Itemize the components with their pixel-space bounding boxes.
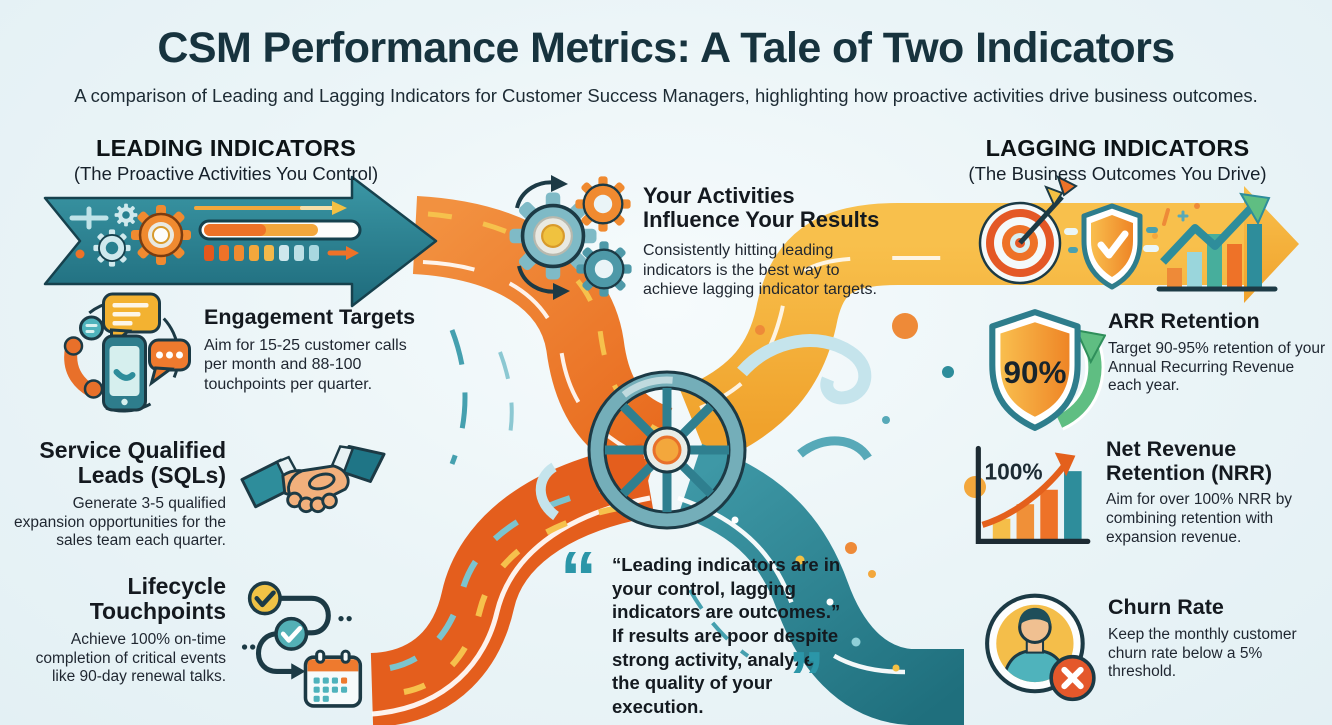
leading-heading: LEADING INDICATORS xyxy=(96,135,356,161)
arr-badge: 90% xyxy=(1003,355,1066,390)
process-wheel xyxy=(587,370,747,530)
lagging-header: LAGGING INDICATORS (The Business Outcome… xyxy=(945,135,1290,185)
shield-check-icon xyxy=(1081,203,1143,290)
small-gear-icon xyxy=(114,203,138,227)
center-title: Your Activities Influence Your Results xyxy=(643,183,880,233)
close-quote-icon: ” xyxy=(788,636,825,719)
communication-icon xyxy=(50,288,198,418)
metric-title: Service Qualified Leads (SQLs) xyxy=(39,437,226,489)
page-title: CSM Performance Metrics: A Tale of Two I… xyxy=(157,24,1175,72)
orange-gear-icon xyxy=(131,205,191,265)
progress-line-icon xyxy=(194,201,347,215)
metric-description: Achieve 100% on-time completion of criti… xyxy=(35,630,226,686)
metric-title: Lifecycle Touchpoints xyxy=(89,573,226,625)
progress-capsule-icon xyxy=(198,219,362,241)
metric-lifecycle: Lifecycle Touchpoints Achieve 100% on-ti… xyxy=(28,573,226,687)
metric-title: ARR Retention xyxy=(1108,309,1260,333)
leading-subheading: (The Proactive Activities You Control) xyxy=(73,163,379,184)
quote-text: “Leading indicators are in your control,… xyxy=(612,554,841,718)
metric-description: Target 90-95% retention of your Annual R… xyxy=(1108,339,1326,395)
metric-arr: ARR Retention Target 90-95% retention of… xyxy=(1108,309,1330,396)
metric-engagement: Engagement Targets Aim for 15-25 custome… xyxy=(204,305,429,394)
dot-icon xyxy=(75,249,85,259)
segment-meter-icon xyxy=(204,245,359,261)
metric-title: Engagement Targets xyxy=(204,305,416,329)
milestones-calendar-icon xyxy=(238,578,376,710)
metric-title: Churn Rate xyxy=(1108,595,1224,619)
metric-title: Net Revenue Retention (NRR) xyxy=(1106,437,1273,485)
growth-chart-icon: 100% xyxy=(968,442,1094,554)
metric-churn: Churn Rate Keep the monthly customer chu… xyxy=(1108,595,1328,682)
metric-nrr: Net Revenue Retention (NRR) Aim for over… xyxy=(1106,437,1332,548)
light-gear-icon xyxy=(93,229,131,267)
center-message: Your Activities Influence Your Results C… xyxy=(643,183,923,300)
metric-description: Keep the monthly customer churn rate bel… xyxy=(1108,625,1297,681)
metric-description: Aim for 15-25 customer calls per month a… xyxy=(204,336,407,393)
lagging-band-icons xyxy=(978,175,1278,292)
leading-arrow-banner xyxy=(43,175,438,308)
crosshair-icon xyxy=(69,206,109,230)
lagging-subheading: (The Business Outcomes You Drive) xyxy=(968,163,1267,184)
flow-ribbons xyxy=(369,186,1299,725)
center-description: Consistently hitting leading indicators … xyxy=(643,242,877,299)
open-quote-icon: “ xyxy=(560,536,597,619)
shield-retention-icon: 90% xyxy=(972,302,1106,436)
growth-chart-band-icon xyxy=(1152,192,1278,292)
target-icon xyxy=(978,175,1078,285)
handshake-icon xyxy=(240,444,386,552)
metric-sql: Service Qualified Leads (SQLs) Generate … xyxy=(14,437,226,551)
band-separator-dashes xyxy=(1064,227,1159,253)
nrr-badge: 100% xyxy=(985,458,1043,484)
metric-description: Aim for over 100% NRR by combining reten… xyxy=(1106,491,1293,547)
gears-icon xyxy=(505,172,635,302)
leading-header: LEADING INDICATORS (The Proactive Activi… xyxy=(40,135,412,185)
metric-description: Generate 3-5 qualified expansion opportu… xyxy=(14,494,226,550)
page-subtitle: A comparison of Leading and Lagging Indi… xyxy=(74,85,1258,106)
churned-customer-icon xyxy=(980,588,1102,706)
lagging-heading: LAGGING INDICATORS xyxy=(985,135,1250,161)
